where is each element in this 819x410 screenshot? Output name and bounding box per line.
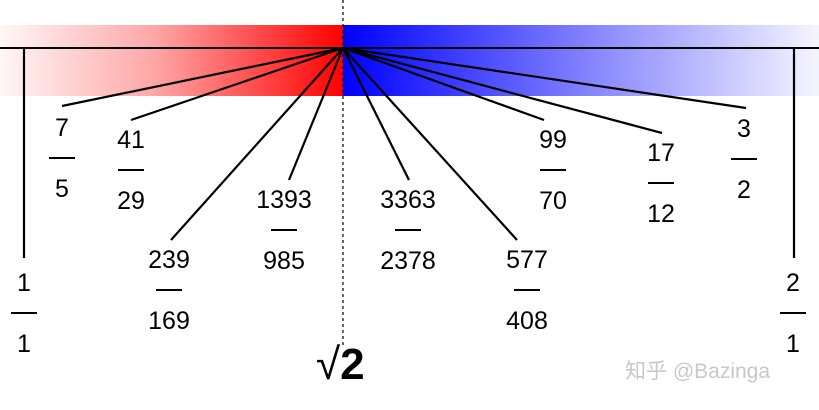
numerator: 3363 bbox=[380, 186, 436, 214]
denominator: 408 bbox=[506, 307, 548, 335]
radical-sign-icon: √ bbox=[316, 340, 341, 389]
fraction-2-1: 2 1 bbox=[743, 269, 819, 358]
leader-3-2 bbox=[342, 46, 747, 110]
denominator: 1 bbox=[17, 330, 31, 358]
fraction-7-5: 7 5 bbox=[12, 114, 112, 203]
fraction-bar bbox=[648, 182, 674, 184]
fraction-bar bbox=[271, 229, 297, 231]
denominator: 985 bbox=[263, 247, 305, 275]
denominator: 2 bbox=[737, 176, 751, 204]
fraction-bar bbox=[118, 169, 144, 171]
fraction-bar bbox=[514, 289, 540, 291]
leader-7-5 bbox=[61, 46, 344, 108]
leader-3363-2378 bbox=[342, 47, 410, 181]
fraction-bar bbox=[395, 229, 421, 231]
numerator: 239 bbox=[148, 246, 190, 274]
watermark-text: 知乎 @Bazinga bbox=[625, 360, 771, 383]
leader-99-70 bbox=[342, 46, 545, 122]
numerator: 1393 bbox=[256, 186, 312, 214]
numerator: 1 bbox=[17, 269, 31, 297]
fraction-bar bbox=[540, 169, 566, 171]
fraction-1393-985: 1393 985 bbox=[234, 186, 334, 275]
denominator: 1 bbox=[786, 330, 800, 358]
numerator: 3 bbox=[737, 115, 751, 143]
leader-577-408 bbox=[342, 47, 518, 241]
fraction-bar bbox=[49, 157, 75, 159]
numerator: 577 bbox=[506, 246, 548, 274]
fraction-17-12: 17 12 bbox=[611, 139, 711, 228]
fraction-577-408: 577 408 bbox=[477, 246, 577, 335]
denominator: 169 bbox=[148, 307, 190, 335]
numerator: 41 bbox=[117, 126, 145, 154]
numerator: 17 bbox=[647, 139, 675, 167]
fraction-239-169: 239 169 bbox=[119, 246, 219, 335]
denominator: 2378 bbox=[380, 247, 436, 275]
fraction-bar bbox=[11, 312, 37, 314]
leader-41-29 bbox=[130, 46, 344, 122]
fraction-bar bbox=[731, 158, 757, 160]
fraction-3363-2378: 3363 2378 bbox=[358, 186, 458, 275]
fraction-bar bbox=[156, 289, 182, 291]
denominator: 12 bbox=[647, 200, 675, 228]
fraction-3-2: 3 2 bbox=[694, 115, 794, 204]
fraction-1-1: 1 1 bbox=[0, 269, 74, 358]
leader-1393-985 bbox=[287, 47, 345, 181]
denominator: 70 bbox=[539, 187, 567, 215]
leader-239-169 bbox=[170, 47, 344, 241]
numerator: 7 bbox=[55, 114, 69, 142]
fraction-bar bbox=[780, 312, 806, 314]
denominator: 5 bbox=[55, 175, 69, 203]
radicand: 2 bbox=[340, 340, 365, 389]
fraction-41-29: 41 29 bbox=[81, 126, 181, 215]
leader-17-12 bbox=[342, 46, 663, 135]
numerator: 99 bbox=[539, 126, 567, 154]
sqrt2-label: √2 bbox=[316, 340, 365, 390]
numerator: 2 bbox=[786, 269, 800, 297]
fraction-99-70: 99 70 bbox=[503, 126, 603, 215]
denominator: 29 bbox=[117, 187, 145, 215]
